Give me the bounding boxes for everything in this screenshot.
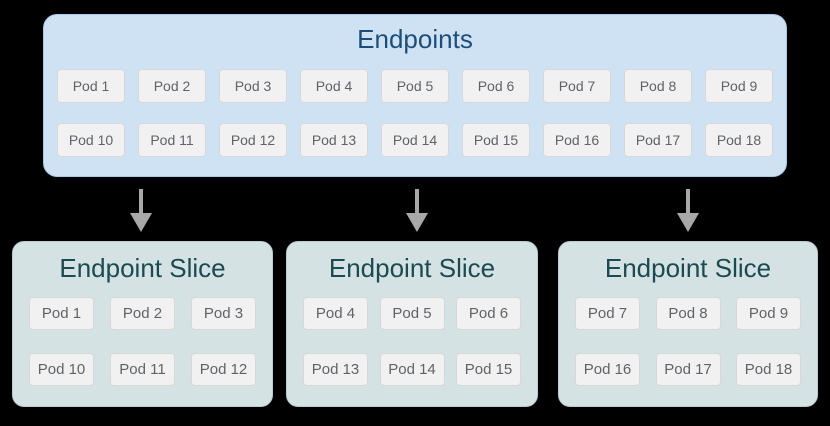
endpoint-slice-box-2: Endpoint Slice Pod 4 Pod 5 Pod 6 Pod 13 … [286, 241, 538, 407]
pod-box: Pod 17 [624, 123, 692, 157]
endpoints-pod-row-2: Pod 10 Pod 11 Pod 12 Pod 13 Pod 14 Pod 1… [57, 123, 773, 157]
pod-box: Pod 13 [303, 353, 368, 386]
pod-box: Pod 2 [138, 69, 206, 103]
arrow-stem [415, 189, 419, 213]
endpoint-slice-title: Endpoint Slice [59, 253, 226, 283]
pod-box: Pod 16 [543, 123, 611, 157]
endpoint-slice-box-1: Endpoint Slice Pod 1 Pod 2 Pod 3 Pod 10 … [12, 241, 273, 407]
endpoints-title: Endpoints [357, 24, 473, 54]
pod-box: Pod 3 [191, 297, 256, 330]
pod-box: Pod 14 [381, 123, 449, 157]
endpoint-slice-box-3: Endpoint Slice Pod 7 Pod 8 Pod 9 Pod 16 … [558, 241, 818, 407]
slice-pod-row-1: Pod 7 Pod 8 Pod 9 [575, 297, 801, 330]
pod-box: Pod 12 [191, 353, 256, 386]
arrow-down-icon [406, 189, 428, 232]
arrow-head [677, 213, 699, 232]
arrow-down-icon [677, 189, 699, 232]
pod-box: Pod 2 [110, 297, 175, 330]
pod-box: Pod 13 [300, 123, 368, 157]
pod-box: Pod 1 [29, 297, 94, 330]
endpoint-slice-title: Endpoint Slice [328, 253, 496, 283]
slice-pod-row-2: Pod 10 Pod 11 Pod 12 [29, 353, 256, 386]
endpoints-box: Endpoints Pod 1 Pod 2 Pod 3 Pod 4 Pod 5 … [43, 14, 787, 177]
pod-box: Pod 11 [138, 123, 206, 157]
pod-box: Pod 18 [705, 123, 773, 157]
pod-box: Pod 17 [655, 353, 721, 386]
pod-box: Pod 1 [57, 69, 125, 103]
arrow-head [406, 213, 428, 232]
pod-box: Pod 15 [456, 353, 521, 386]
pod-box: Pod 10 [57, 123, 125, 157]
slice-pod-row-2: Pod 16 Pod 17 Pod 18 [575, 353, 801, 386]
arrow-stem [686, 189, 690, 213]
arrow-stem [139, 189, 143, 213]
pod-box: Pod 3 [219, 69, 287, 103]
pod-box: Pod 5 [381, 69, 449, 103]
pod-box: Pod 12 [219, 123, 287, 157]
pod-box: Pod 8 [655, 297, 721, 330]
slice-pod-row-1: Pod 4 Pod 5 Pod 6 [303, 297, 521, 330]
arrow-down-icon [130, 189, 152, 232]
slice-pod-row-2: Pod 13 Pod 14 Pod 15 [303, 353, 521, 386]
pod-box: Pod 6 [456, 297, 521, 330]
pod-box: Pod 16 [575, 353, 640, 386]
pod-box: Pod 7 [575, 297, 640, 330]
endpoint-slice-title: Endpoint Slice [604, 253, 772, 283]
pod-box: Pod 10 [29, 353, 94, 386]
pod-box: Pod 9 [736, 297, 801, 330]
pod-box: Pod 8 [624, 69, 692, 103]
pod-box: Pod 6 [462, 69, 530, 103]
pod-box: Pod 7 [543, 69, 611, 103]
endpoints-pod-row-1: Pod 1 Pod 2 Pod 3 Pod 4 Pod 5 Pod 6 Pod … [57, 69, 773, 103]
pod-box: Pod 18 [736, 353, 801, 386]
pod-box: Pod 4 [300, 69, 368, 103]
arrow-head [130, 213, 152, 232]
pod-box: Pod 5 [379, 297, 445, 330]
pod-box: Pod 11 [110, 353, 175, 386]
slice-pod-row-1: Pod 1 Pod 2 Pod 3 [29, 297, 256, 330]
pod-box: Pod 4 [303, 297, 368, 330]
pod-box: Pod 9 [705, 69, 773, 103]
pod-box: Pod 15 [462, 123, 530, 157]
pod-box: Pod 14 [379, 353, 445, 386]
